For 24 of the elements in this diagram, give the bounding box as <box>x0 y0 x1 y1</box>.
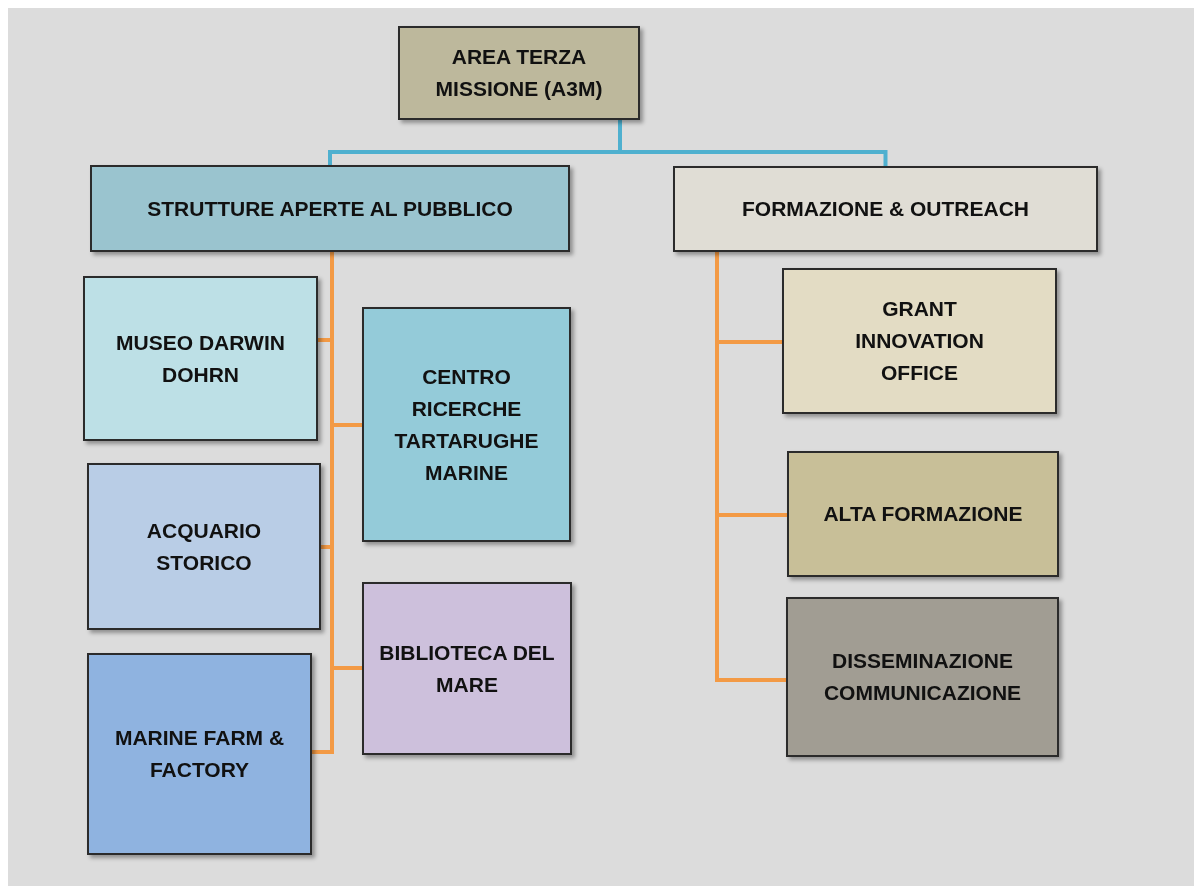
box-label: MARINE FARM & FACTORY <box>113 725 286 783</box>
box-label: ACQUARIO STORICO <box>145 517 263 576</box>
org-box <box>787 451 1059 577</box>
box-label: AREA TERZA MISSIONE (A3M) <box>434 44 604 102</box>
box-label: FORMAZIONE & OUTREACH <box>741 196 1030 222</box>
org-box <box>87 653 312 855</box>
org-box <box>786 597 1059 757</box>
box-label: ALTA FORMAZIONE <box>822 501 1024 527</box>
box-label: CENTRO RICERCHE TARTARUGHE MARINE <box>393 363 540 486</box>
connector-line <box>715 252 786 682</box>
org-box <box>90 165 570 252</box>
org-box <box>398 26 640 120</box>
box-label: DISSEMINAZIONE COMMUNICAZIONE <box>822 648 1023 706</box>
org-box <box>673 166 1098 252</box>
org-box <box>362 582 572 755</box>
org-box <box>83 276 318 441</box>
box-label: MUSEO DARWIN DOHRN <box>115 329 286 388</box>
org-box <box>782 268 1057 414</box>
box-label: BIBLIOTECA DEL MARE <box>378 639 556 698</box>
box-label: STRUTTURE APERTE AL PUBBLICO <box>146 195 514 222</box>
org-box <box>362 307 571 542</box>
connector-line <box>312 252 334 754</box>
box-label: GRANT INNOVATION OFFICE <box>854 296 985 386</box>
org-box <box>87 463 321 630</box>
